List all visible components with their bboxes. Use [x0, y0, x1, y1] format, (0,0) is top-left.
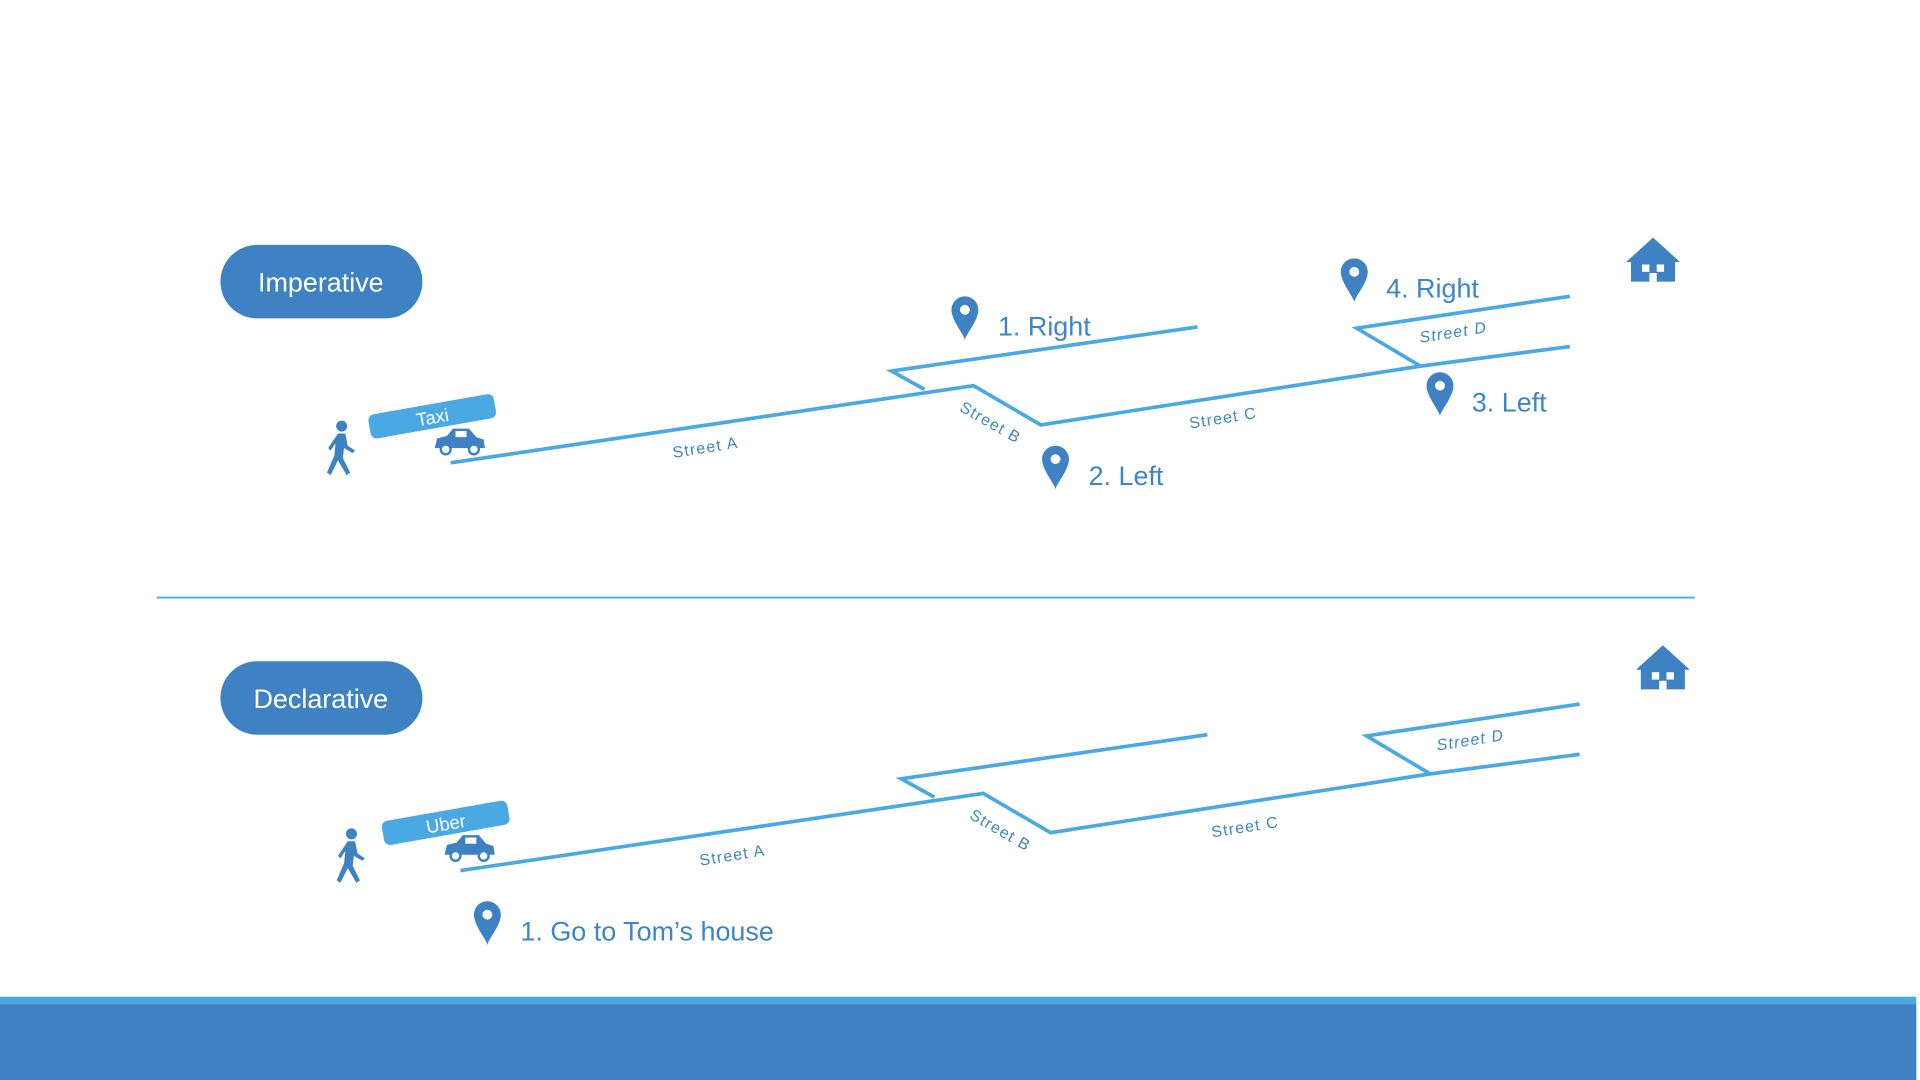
label: Street D — [1436, 727, 1506, 754]
road-main — [450, 344, 1571, 465]
taxi-tag: Taxi — [368, 394, 497, 439]
imperative-badge: Imperative — [220, 244, 423, 319]
label: 3. Left — [1472, 387, 1547, 417]
label: Declarative — [253, 684, 388, 714]
declarative-section: Declarative Uber Street A Street B Stree… — [220, 645, 1690, 946]
label: Street C — [1210, 814, 1280, 841]
location-pin-icon — [951, 296, 979, 341]
location-pin-icon — [1042, 445, 1069, 490]
label: Street D — [1418, 319, 1488, 346]
road-street-d — [1361, 702, 1580, 776]
label: 2. Left — [1089, 461, 1164, 491]
label: 4. Right — [1386, 274, 1479, 304]
car-icon — [443, 833, 496, 863]
walking-person-icon — [336, 828, 365, 883]
label: Street B — [957, 399, 1024, 447]
walking-person-icon — [326, 420, 356, 476]
car-icon — [433, 427, 487, 456]
label: Street C — [1188, 405, 1258, 432]
uber-tag: Uber — [381, 800, 510, 846]
house-icon — [1635, 645, 1690, 690]
label: Street A — [698, 842, 766, 869]
imperative-section: Imperative Taxi Street A Street B Street… — [220, 237, 1680, 491]
label: 1. Right — [998, 312, 1091, 342]
road-branch — [895, 732, 1208, 799]
location-pin-icon — [473, 901, 501, 946]
road-main — [460, 752, 1580, 873]
label: 1. Go to Tom’s house — [520, 916, 773, 946]
footer-bar — [0, 996, 1917, 1080]
declarative-badge: Declarative — [220, 661, 423, 735]
location-pin-icon — [1340, 258, 1368, 303]
label: Street A — [671, 435, 739, 462]
road-branch — [885, 325, 1198, 391]
label: Imperative — [258, 267, 384, 297]
house-icon — [1626, 237, 1680, 282]
location-pin-icon — [1426, 372, 1454, 417]
label: Street B — [967, 807, 1034, 855]
road-street-d — [1351, 294, 1571, 368]
